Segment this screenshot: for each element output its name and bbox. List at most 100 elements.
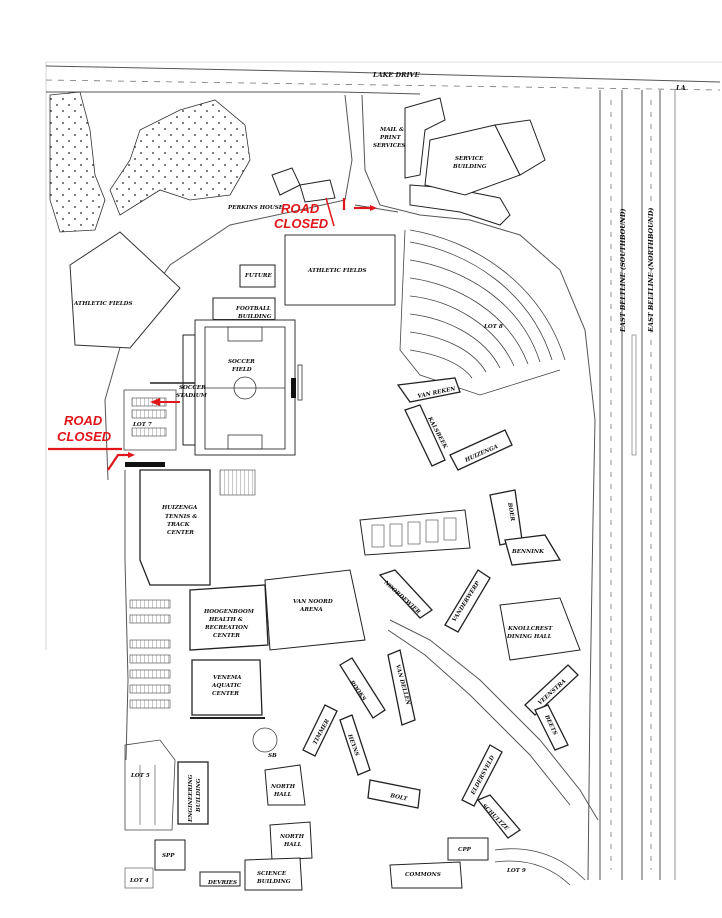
road-closure-west — [48, 398, 180, 471]
spp-building — [154, 839, 186, 871]
bolt-label: BOLT — [389, 793, 409, 803]
soccer-field-label-1: SOCCER — [228, 359, 255, 365]
road-closed-north-line1: ROAD — [281, 201, 320, 216]
vanderwerp-hall — [444, 569, 491, 633]
knollcrest-label-2: DINING HALL — [506, 634, 552, 640]
venema-label-3: CENTER — [212, 691, 239, 697]
lot-7-label: LOT 7 — [132, 422, 152, 428]
north-hall-b-label-2: HALL — [283, 842, 302, 848]
huizenga-tennis-track-center — [139, 469, 256, 586]
ring-road — [104, 94, 599, 881]
wooded-area-west — [49, 91, 106, 233]
wooded-area-central — [109, 99, 251, 216]
sb-label: SB — [268, 753, 277, 759]
cpp-building — [447, 837, 489, 861]
north-hall-a-label-1: NORTH — [270, 784, 296, 790]
lake-drive — [45, 65, 721, 95]
science-label-1: SCIENCE — [257, 871, 287, 877]
lot-5 — [124, 739, 176, 831]
tennis-center-label-1: HUIZENGA — [161, 505, 198, 511]
athletic-fields-west — [69, 231, 181, 349]
engineering-label-1: ENGINEERING — [188, 774, 194, 823]
athletic-fields-east — [284, 234, 396, 306]
schultze-hall — [476, 794, 521, 839]
van-noord-label-1: VAN NOORD — [293, 599, 333, 605]
hoogenboom-center — [189, 584, 269, 651]
van-dellen-hall — [387, 649, 416, 726]
lot-5-label: LOT 5 — [130, 773, 150, 779]
engineering-label-2: BUILDING — [196, 778, 202, 813]
lake-drive-corner-label: LA — [675, 84, 686, 92]
hoogenboom-label-2: HEALTH & — [208, 617, 243, 623]
knollcrest-dining-hall — [499, 597, 581, 661]
soccer-field — [194, 319, 303, 456]
service-building — [424, 119, 546, 196]
football-building-label-2: BUILDING — [237, 314, 272, 320]
noordewier-hall — [378, 569, 433, 619]
commons-label: COMMONS — [405, 872, 441, 878]
kalsbeek-hall — [404, 404, 446, 467]
west-parking-lots — [129, 599, 171, 709]
beets-hall — [534, 704, 569, 751]
huizenga-hall — [449, 429, 513, 471]
eldersveld-hall — [461, 744, 503, 807]
soccer-field-label-2: FIELD — [231, 367, 252, 373]
hoogenboom-label-4: CENTER — [213, 633, 240, 639]
boer-hall — [489, 489, 523, 546]
boer-label: BOER — [506, 501, 515, 522]
veenstra-hall — [524, 664, 579, 716]
map-frame — [45, 61, 722, 650]
heyns-hall — [339, 714, 371, 776]
road-closed-west-line1: ROAD — [64, 413, 103, 428]
rooks-hall — [339, 657, 386, 719]
cpp-label: CPP — [458, 847, 472, 853]
mail-print-label-3: SERVICES — [373, 143, 405, 149]
road-closure-north — [325, 197, 377, 227]
bennink-hall — [504, 534, 562, 566]
tennis-courts — [359, 509, 471, 556]
science-label-2: BUILDING — [256, 879, 291, 885]
north-hall-a — [264, 764, 306, 806]
tennis-center-label-2: TENNIS & — [165, 514, 197, 520]
east-beltline-southbound-label: EAST BELTLINE (SOUTHBOUND) — [619, 208, 627, 333]
commons-building — [389, 861, 463, 889]
hoogenboom-label-3: RECREATION — [204, 625, 249, 631]
north-hall-b — [269, 821, 313, 861]
tennis-center-label-3: TRACK — [167, 522, 191, 528]
road-closed-west-line2: CLOSED — [57, 429, 112, 444]
roundabout — [252, 727, 278, 753]
van-noord-label-2: ARENA — [299, 607, 323, 613]
soccer-stadium-label-1: SOCCER — [179, 385, 206, 391]
perkins-house-label: PERKINS HOUSE — [227, 205, 284, 211]
lot-4 — [124, 867, 154, 889]
tennis-center-label-4: CENTER — [167, 530, 194, 536]
devries-hall — [199, 871, 241, 887]
mail-print-label-2: PRINT — [379, 135, 402, 141]
timmer-hall — [302, 704, 338, 757]
venema-label-2: AQUATIC — [211, 683, 242, 689]
mail-print-area — [404, 97, 511, 226]
soccer-stadium — [150, 334, 196, 446]
lot-7 — [123, 389, 177, 451]
service-building-label-1: SERVICE — [455, 156, 484, 162]
road-closed-north-line2: CLOSED — [274, 216, 329, 231]
lot-4-label: LOT 4 — [129, 878, 149, 884]
east-beltline — [599, 90, 676, 880]
bennink-label: BENNINK — [511, 549, 545, 555]
soccer-stadium-label-2: STADIUM — [176, 393, 208, 399]
perkins-house — [271, 167, 336, 203]
devries-label: DEVRIES — [207, 880, 237, 886]
knollcrest-label-1: KNOLLCREST — [507, 626, 553, 632]
future-label: FUTURE — [244, 273, 273, 279]
lot-8-label: LOT 8 — [483, 324, 503, 330]
east-beltline-northbound-label: EAST BELTLINE (NORTHBOUND) — [647, 208, 655, 333]
north-hall-b-label-1: NORTH — [279, 834, 305, 840]
athletic-fields-east-label: ATHLETIC FIELDS — [307, 268, 367, 274]
lot-8 — [399, 229, 566, 396]
service-building-label-2: BUILDING — [452, 164, 487, 170]
football-building-label-1: FOOTBALL — [235, 306, 271, 312]
science-building — [244, 857, 303, 891]
north-hall-a-label-2: HALL — [273, 792, 292, 798]
bolt-hall — [367, 779, 421, 809]
lot-9 — [494, 848, 586, 886]
